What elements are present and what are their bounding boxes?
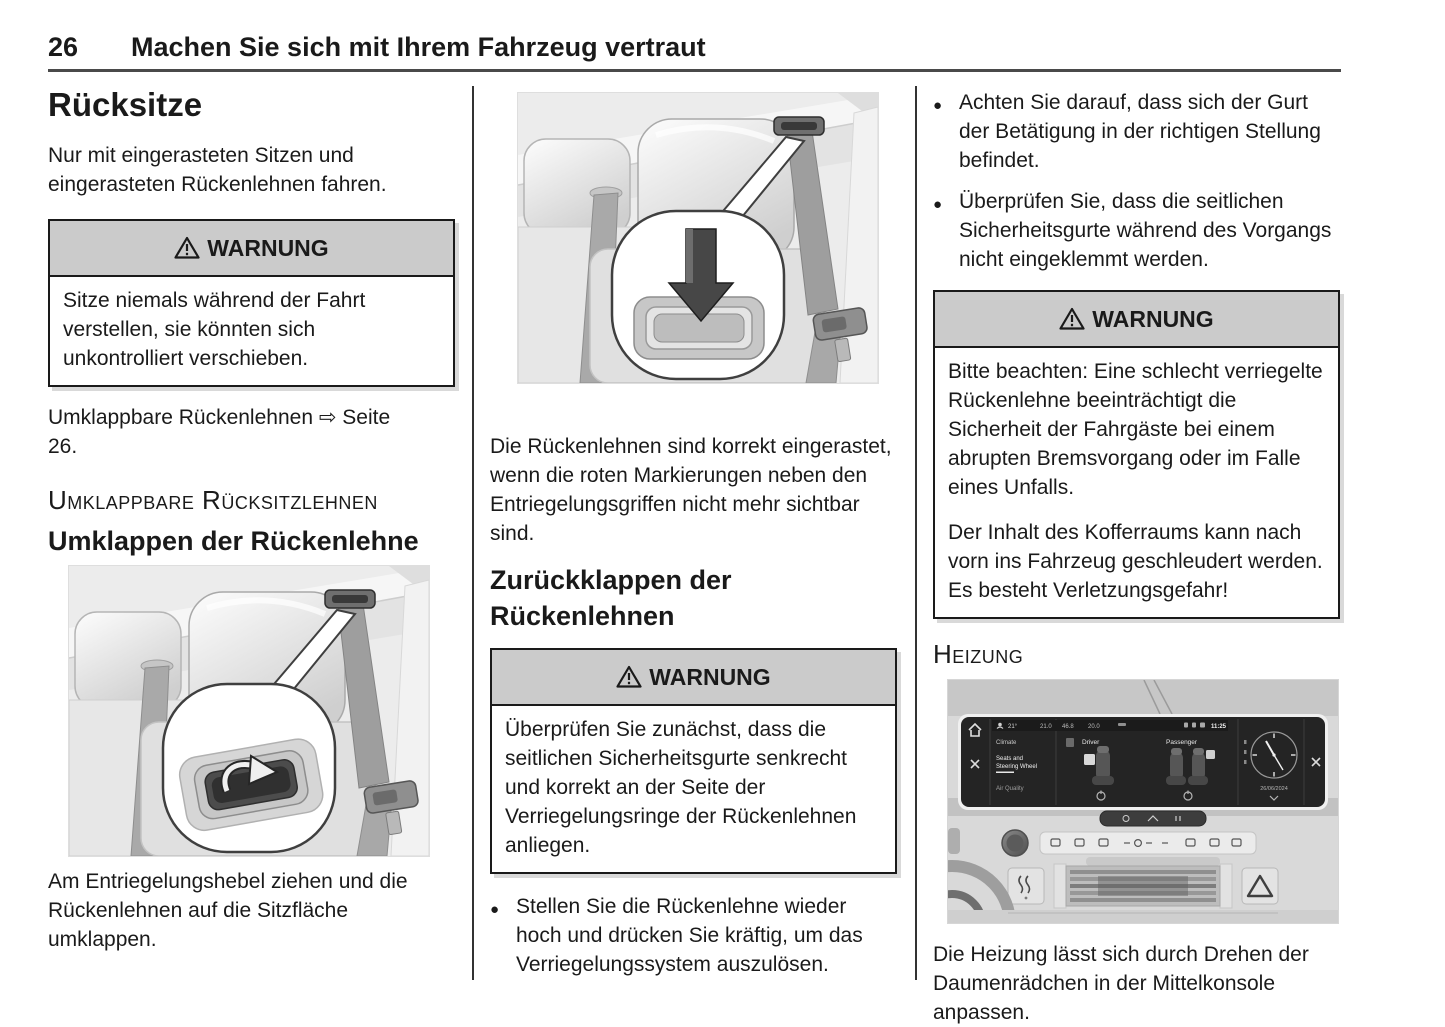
status-humidity: 46.8 bbox=[1062, 724, 1074, 730]
subheading-fold-back-seatbacks: Zurückklappen der Rückenlehnen bbox=[490, 565, 732, 631]
release-lever bbox=[633, 296, 765, 360]
climate-key-icon bbox=[1122, 815, 1130, 822]
status-profile-temp: 21° bbox=[1008, 724, 1018, 730]
warning-label: WARNUNG bbox=[207, 234, 329, 261]
clock-date: 26/06/2024 bbox=[1260, 786, 1288, 792]
crossref-line-1: Umklappbare Rückenlehnen ⇨ Seite bbox=[48, 406, 391, 429]
climate-buttons bbox=[1050, 838, 1242, 848]
subheading-fold-seatback: Umklappen der Rückenlehne bbox=[48, 526, 419, 556]
crossref-line-2: 26. bbox=[48, 435, 78, 458]
section-heading-heating: Heizung bbox=[933, 639, 1024, 669]
list-item: Überprüfen Sie, dass die seitlichen Sich… bbox=[933, 187, 1340, 274]
menu-item-air-quality: Air Quality bbox=[996, 786, 1024, 792]
instruction-list: Stellen Sie die Rückenlehne wieder hoch … bbox=[490, 892, 897, 979]
section-heading-folding-rear-seatbacks: Umklappbare Rücksitzlehnen bbox=[48, 485, 378, 515]
page-header-title: Machen Sie sich mit Ihrem Fahrzeug vertr… bbox=[131, 32, 706, 62]
seat-lever-illustration bbox=[68, 565, 430, 857]
section-title-rear-seats: Rücksitze bbox=[48, 86, 203, 123]
status-driver-temp: 21.0 bbox=[1040, 724, 1052, 730]
warning-text: Überprüfen Sie zunächst, dass die seitli… bbox=[505, 718, 857, 857]
warning-triangle-icon bbox=[174, 236, 200, 259]
warning-text: Sitze niemals während der Fahrt verstell… bbox=[63, 289, 366, 370]
chevron-down-icon bbox=[1269, 795, 1279, 801]
warning-text: Der Inhalt des Kofferraums kann nach vor… bbox=[948, 521, 1323, 602]
hazard-triangle-icon bbox=[1246, 874, 1274, 898]
hazard-button bbox=[1241, 867, 1279, 905]
lock-icon bbox=[1184, 722, 1188, 728]
bluetooth-icon bbox=[1192, 722, 1196, 728]
warning-triangle-icon bbox=[1059, 307, 1085, 330]
warning-label: WARNUNG bbox=[1092, 305, 1214, 332]
warning-box-adjust: WARNUNG Sitze niemals während der Fahrt … bbox=[48, 219, 455, 387]
column-divider-2 bbox=[915, 86, 917, 980]
warning-header: WARNUNG bbox=[933, 290, 1340, 348]
intro-paragraph: Nur mit eingerasteten Sitzen und eingera… bbox=[48, 144, 387, 196]
warning-header: WARNUNG bbox=[48, 219, 455, 277]
status-passenger-temp: 20.0 bbox=[1088, 724, 1100, 730]
seat-push-illustration bbox=[517, 92, 879, 384]
passenger-label: Passenger bbox=[1166, 739, 1198, 746]
warning-header: WARNUNG bbox=[490, 648, 897, 706]
caption-heating: Die Heizung lässt sich durch Drehen der … bbox=[933, 943, 1309, 1024]
menu-item-seats-line1: Seats and bbox=[996, 756, 1023, 762]
home-key-icon bbox=[1147, 815, 1159, 822]
belt-buckle bbox=[812, 307, 868, 362]
seat-select-icon bbox=[1066, 738, 1074, 747]
warning-text: Bitte beachten: Eine schlecht verriegelt… bbox=[948, 360, 1323, 499]
warning-box-belts: WARNUNG Überprüfen Sie zunächst, dass di… bbox=[490, 648, 897, 874]
column-2: Die Rückenlehnen sind korrekt eingeraste… bbox=[490, 85, 897, 991]
status-bar bbox=[992, 720, 1228, 731]
touchscreen bbox=[961, 717, 1325, 807]
list-item: Achten Sie darauf, dass sich der Gurt de… bbox=[933, 88, 1340, 175]
driver-label: Driver bbox=[1082, 739, 1100, 746]
windshield bbox=[948, 680, 1338, 716]
camera-icon bbox=[1200, 722, 1205, 728]
touch-key-strip bbox=[1099, 810, 1207, 827]
warning-body: Überprüfen Sie zunächst, dass die seitli… bbox=[490, 706, 897, 874]
warning-body: Sitze niemals während der Fahrt verstell… bbox=[48, 277, 455, 387]
driver-seat-icon bbox=[1084, 746, 1114, 785]
close-icon-left bbox=[970, 759, 980, 769]
air-vents bbox=[1053, 863, 1233, 909]
dashboard-illustration: 21° 21.0 46.8 20.0 11:25 Climate Seats a… bbox=[947, 679, 1339, 924]
check-list: Achten Sie darauf, dass sich der Gurt de… bbox=[933, 88, 1340, 274]
page-number: 26 bbox=[48, 32, 79, 62]
pull-arrow-icon bbox=[220, 754, 280, 793]
warning-triangle-icon bbox=[616, 665, 642, 688]
menu-item-climate: Climate bbox=[996, 740, 1017, 746]
power-icon bbox=[1096, 790, 1193, 801]
heated-seat-button bbox=[1007, 867, 1045, 905]
warning-body: Bitte beachten: Eine schlecht verriegelt… bbox=[933, 348, 1340, 619]
menu-item-seats-line2: Steering Wheel bbox=[996, 764, 1037, 770]
push-down-arrow-icon bbox=[667, 228, 735, 323]
status-time: 11:25 bbox=[1211, 724, 1227, 730]
warning-label: WARNUNG bbox=[649, 663, 771, 690]
column-3: Achten Sie darauf, dass sich der Gurt de… bbox=[933, 85, 1340, 1027]
clock-minute-hand bbox=[1273, 754, 1284, 771]
defrost-key-icon bbox=[1175, 816, 1181, 821]
passenger-seat-icon bbox=[1166, 748, 1215, 785]
clock-hour-hand bbox=[1265, 740, 1275, 756]
home-icon bbox=[968, 722, 982, 737]
clock-widget: 26/06/2024 bbox=[1244, 731, 1298, 801]
column-divider-1 bbox=[472, 86, 474, 980]
warning-box-locking: WARNUNG Bitte beachten: Eine schlecht ve… bbox=[933, 290, 1340, 619]
belt-buckle bbox=[363, 780, 419, 835]
caption-fold: Am Entriegelungshebel ziehen und die Rüc… bbox=[48, 870, 408, 951]
close-icon-right bbox=[1311, 757, 1321, 767]
crossref-text: Umklappbare Rückenlehnen ⇨ Seite 26. bbox=[48, 403, 455, 461]
steering-wheel bbox=[948, 828, 1016, 923]
list-item: Stellen Sie die Rückenlehne wieder hoch … bbox=[490, 892, 897, 979]
column-1: Rücksitze Nur mit eingerasteten Sitzen u… bbox=[48, 85, 455, 954]
locked-indicator-paragraph: Die Rückenlehnen sind korrekt eingeraste… bbox=[490, 435, 892, 545]
header-rule bbox=[48, 69, 1341, 72]
